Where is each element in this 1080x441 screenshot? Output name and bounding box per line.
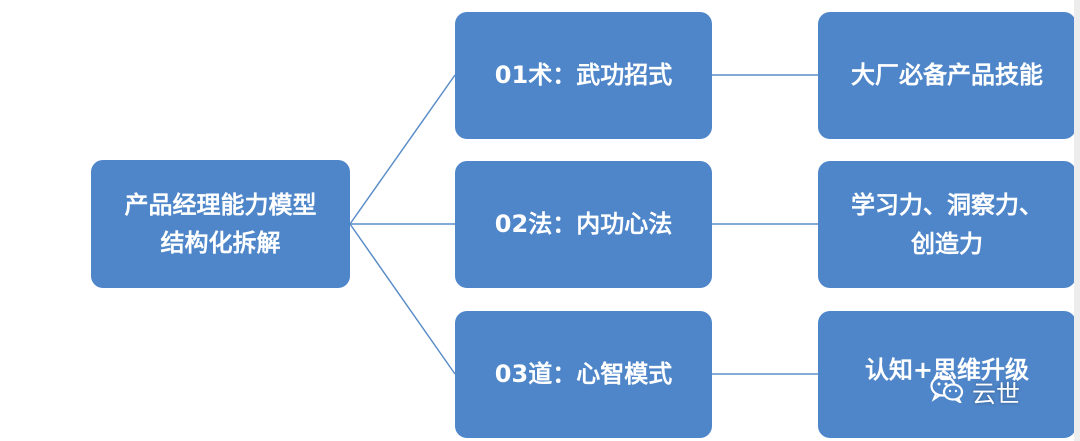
leaf-node-2-label: 学习力、洞察力、 创造力 xyxy=(851,191,1043,258)
watermark: 云世 xyxy=(930,374,1020,409)
leaf-node-1-label: 大厂必备产品技能 xyxy=(851,61,1043,90)
leaf-node-2: 学习力、洞察力、 创造力 xyxy=(818,161,1076,288)
branch-node-1-label: 01术：武功招式 xyxy=(494,61,673,90)
leaf-node-1: 大厂必备产品技能 xyxy=(818,12,1076,139)
leaf-node-3: 认知+思维升级 xyxy=(818,311,1076,438)
connector-root-branch-3 xyxy=(349,223,456,375)
branch-node-3: 03道：心智模式 xyxy=(455,311,712,438)
connector-root-branch-1 xyxy=(349,74,456,225)
branch-node-3-label: 03道：心智模式 xyxy=(494,360,673,389)
root-node-label: 产品经理能力模型 结构化拆解 xyxy=(124,190,317,257)
watermark-text: 云世 xyxy=(972,380,1020,408)
branch-node-1: 01术：武功招式 xyxy=(455,12,712,139)
wechat-icon xyxy=(930,374,964,409)
branch-node-2: 02法：内功心法 xyxy=(455,161,712,288)
branch-node-2-label: 02法：内功心法 xyxy=(494,210,673,239)
leaf-node-3-label: 认知+思维升级 xyxy=(864,356,1030,384)
root-node: 产品经理能力模型 结构化拆解 xyxy=(91,160,350,288)
page-edge-strip xyxy=(1074,0,1080,441)
